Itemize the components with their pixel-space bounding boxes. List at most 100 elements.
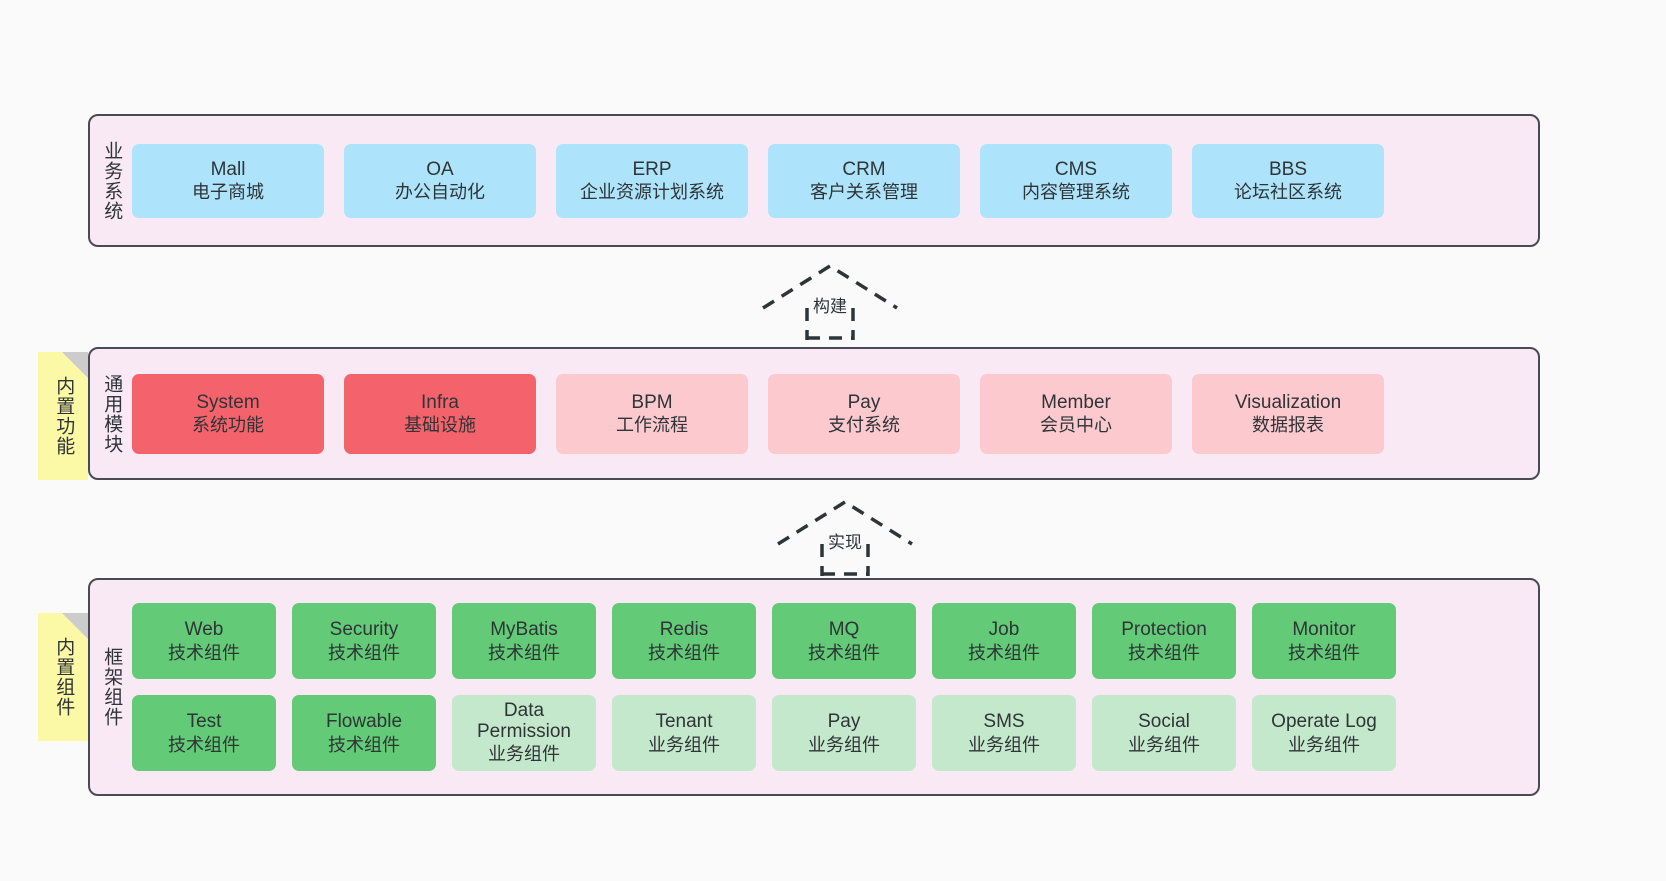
card-title: Security — [329, 619, 399, 641]
note-fold-corner-icon — [62, 613, 88, 639]
card-title: MQ — [828, 619, 860, 641]
card-title: Infra — [420, 391, 460, 413]
card-security[interactable]: Security 技术组件 — [292, 603, 436, 679]
layer-common-modules: 通用模块 System 系统功能 Infra 基础设施 BPM 工作流程 Pay… — [88, 347, 1540, 480]
card-title: Pay — [827, 711, 861, 733]
card-title: Member — [1041, 391, 1111, 413]
card-subtitle: 企业资源计划系统 — [580, 182, 724, 203]
card-subtitle: 内容管理系统 — [1022, 182, 1130, 203]
card-subtitle: 业务组件 — [648, 734, 720, 755]
card-sms[interactable]: SMS 业务组件 — [932, 695, 1076, 771]
card-test[interactable]: Test 技术组件 — [132, 695, 276, 771]
layer-body-framework: Web 技术组件 Security 技术组件 MyBatis 技术组件 Redi… — [132, 580, 1538, 794]
card-infra[interactable]: Infra 基础设施 — [344, 373, 536, 454]
card-title: System — [196, 391, 260, 413]
card-subtitle: 业务组件 — [1128, 734, 1200, 755]
dashed-arrow-icon — [777, 499, 913, 576]
card-mq[interactable]: MQ 技术组件 — [772, 603, 916, 679]
card-data-permission[interactable]: Data Permission 业务组件 — [452, 695, 596, 771]
card-subtitle: 业务组件 — [968, 734, 1040, 755]
card-subtitle: 技术组件 — [808, 642, 880, 663]
card-title: Monitor — [1292, 619, 1356, 641]
card-redis[interactable]: Redis 技术组件 — [612, 603, 756, 679]
card-subtitle: 技术组件 — [328, 734, 400, 755]
card-subtitle: 技术组件 — [968, 642, 1040, 663]
card-row-business: Test 技术组件 Flowable 技术组件 Data Permission … — [132, 695, 1524, 771]
layer-title-framework: 框架组件 — [101, 647, 123, 727]
card-subtitle: 论坛社区系统 — [1234, 182, 1342, 203]
card-monitor[interactable]: Monitor 技术组件 — [1252, 603, 1396, 679]
card-flowable[interactable]: Flowable 技术组件 — [292, 695, 436, 771]
card-title: Web — [184, 619, 224, 641]
card-subtitle: 技术组件 — [1128, 642, 1200, 663]
connector-build: 构建 — [755, 262, 905, 340]
card-tenant[interactable]: Tenant 业务组件 — [612, 695, 756, 771]
card-system[interactable]: System 系统功能 — [132, 373, 324, 454]
card-title: BPM — [631, 391, 673, 413]
connector-implement: 实现 — [770, 498, 920, 576]
card-web[interactable]: Web 技术组件 — [132, 603, 276, 679]
card-title: Mall — [210, 158, 246, 180]
card-mall[interactable]: Mall 电子商城 — [132, 143, 324, 218]
card-subtitle: 技术组件 — [328, 642, 400, 663]
card-row: System 系统功能 Infra 基础设施 BPM 工作流程 Pay 支付系统… — [132, 373, 1524, 454]
card-subtitle: 业务组件 — [808, 734, 880, 755]
card-subtitle: 技术组件 — [1288, 642, 1360, 663]
card-title: Operate Log — [1271, 711, 1377, 733]
layer-framework-components: 框架组件 Web 技术组件 Security 技术组件 MyBatis 技术组件… — [88, 578, 1540, 796]
note-label: 内置功能 — [53, 376, 75, 456]
card-oa[interactable]: OA 办公自动化 — [344, 143, 536, 218]
card-subtitle: 电子商城 — [192, 182, 264, 203]
card-subtitle: 技术组件 — [168, 734, 240, 755]
connector-label-build: 构建 — [813, 297, 847, 316]
card-title: Test — [186, 711, 222, 733]
card-title: OA — [426, 158, 454, 180]
card-title: Tenant — [655, 711, 713, 733]
card-subtitle: 业务组件 — [1288, 734, 1360, 755]
note-fold-corner-icon — [62, 352, 88, 378]
note-builtin-components: 内置组件 — [38, 613, 88, 741]
card-crm[interactable]: CRM 客户关系管理 — [768, 143, 960, 218]
card-visualization[interactable]: Visualization 数据报表 — [1192, 373, 1384, 454]
card-pay[interactable]: Pay 支付系统 — [768, 373, 960, 454]
card-title: MyBatis — [490, 619, 558, 641]
note-builtin-features: 内置功能 — [38, 352, 88, 480]
layer-business-system: 业务系统 Mall 电子商城 OA 办公自动化 ERP 企业资源计划系统 CRM… — [88, 114, 1540, 247]
card-job[interactable]: Job 技术组件 — [932, 603, 1076, 679]
card-bbs[interactable]: BBS 论坛社区系统 — [1192, 143, 1384, 218]
card-title: CRM — [842, 158, 886, 180]
card-title: Redis — [659, 619, 709, 641]
card-subtitle: 技术组件 — [168, 642, 240, 663]
card-subtitle: 数据报表 — [1252, 415, 1324, 436]
card-protection[interactable]: Protection 技术组件 — [1092, 603, 1236, 679]
card-subtitle: 客户关系管理 — [810, 182, 918, 203]
card-pay-business[interactable]: Pay 业务组件 — [772, 695, 916, 771]
card-title: Data Permission — [477, 699, 571, 742]
card-title: ERP — [632, 158, 672, 180]
card-subtitle: 会员中心 — [1040, 415, 1112, 436]
card-title: Social — [1138, 711, 1190, 733]
card-subtitle: 技术组件 — [648, 642, 720, 663]
card-mybatis[interactable]: MyBatis 技术组件 — [452, 603, 596, 679]
card-operate-log[interactable]: Operate Log 业务组件 — [1252, 695, 1396, 771]
layer-body-business: Mall 电子商城 OA 办公自动化 ERP 企业资源计划系统 CRM 客户关系… — [132, 116, 1538, 245]
card-bpm[interactable]: BPM 工作流程 — [556, 373, 748, 454]
card-row-tech: Web 技术组件 Security 技术组件 MyBatis 技术组件 Redi… — [132, 603, 1524, 679]
card-social[interactable]: Social 业务组件 — [1092, 695, 1236, 771]
card-title: BBS — [1268, 158, 1308, 180]
card-subtitle: 工作流程 — [616, 415, 688, 436]
connector-label-implement: 实现 — [828, 533, 862, 552]
card-title: SMS — [983, 711, 1025, 733]
card-erp[interactable]: ERP 企业资源计划系统 — [556, 143, 748, 218]
layer-title-common: 通用模块 — [101, 373, 123, 454]
card-cms[interactable]: CMS 内容管理系统 — [980, 143, 1172, 218]
card-title: Pay — [847, 391, 881, 413]
layer-title-business: 业务系统 — [101, 140, 123, 221]
card-title: CMS — [1054, 158, 1098, 180]
card-member[interactable]: Member 会员中心 — [980, 373, 1172, 454]
card-subtitle: 办公自动化 — [395, 182, 485, 203]
card-subtitle: 支付系统 — [828, 415, 900, 436]
card-subtitle: 系统功能 — [192, 415, 264, 436]
dashed-arrow-icon — [762, 263, 898, 340]
